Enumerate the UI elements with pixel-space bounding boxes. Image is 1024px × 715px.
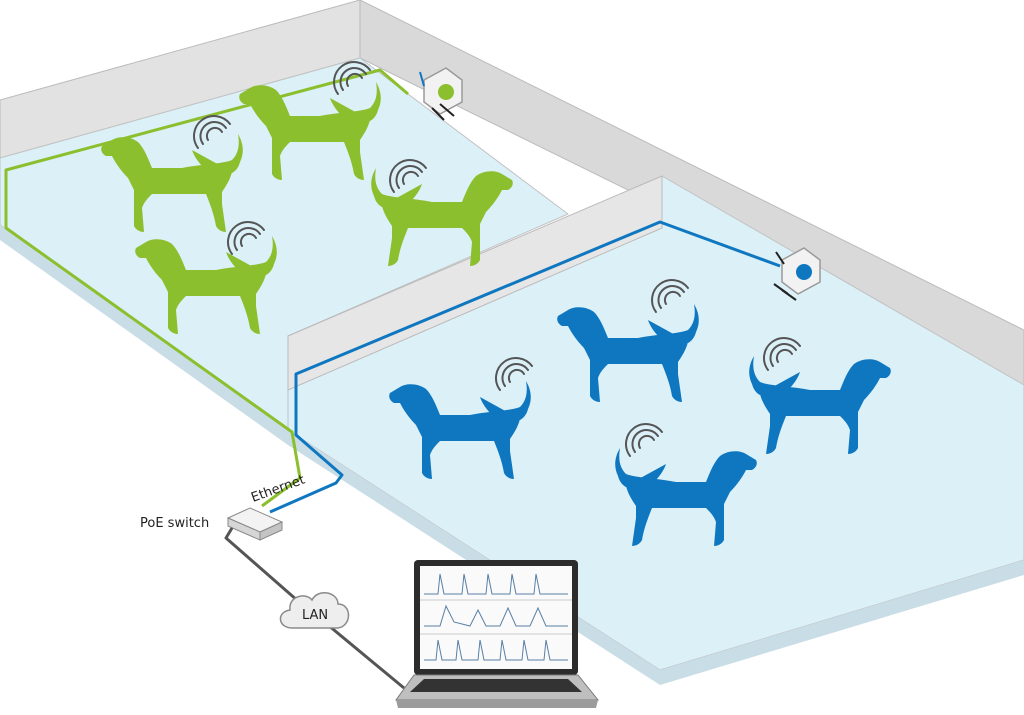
laptop (395, 560, 600, 708)
wireless-signal-icon (625, 423, 663, 457)
blue-ethernet-cable (269, 220, 781, 514)
telemetry-waveforms (420, 573, 572, 661)
lan-cloud-icon (279, 592, 350, 629)
green-receiver-led (438, 84, 454, 100)
wireless-signal-icon (389, 159, 427, 193)
blue-receiver (773, 247, 821, 301)
wireless-signal-icon (333, 61, 371, 95)
poe-switch-label: PoE switch (140, 516, 209, 531)
wireless-signal-icon (227, 221, 265, 255)
lan-label: LAN (302, 608, 328, 623)
divider-wall (287, 175, 663, 391)
green-ethernet-cable (4, 68, 409, 508)
wireless-signal-icon (495, 357, 533, 391)
laptop-base (396, 700, 598, 708)
poe-switch (226, 507, 284, 541)
laptop-screen (420, 566, 572, 669)
wireless-signal-icon (763, 337, 801, 371)
wireless-signal-icon (193, 115, 231, 149)
laptop-keyboard (410, 679, 582, 692)
green-receiver (419, 67, 463, 121)
wireless-signal-icon (651, 279, 689, 313)
blue-receiver-led (796, 264, 812, 280)
